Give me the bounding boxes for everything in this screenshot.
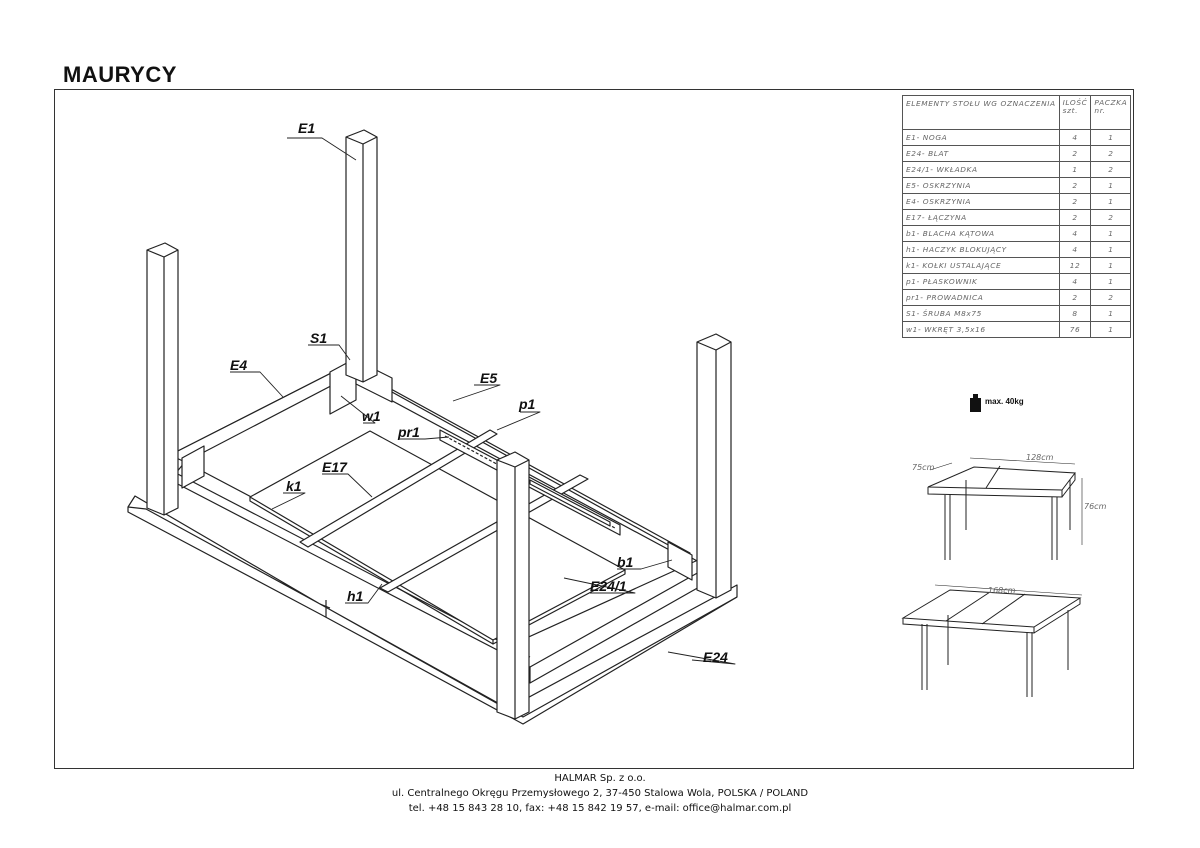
label-e241: E24/1: [590, 578, 627, 594]
part-name: S1- ŚRUBA M8x75: [902, 305, 1060, 322]
dimension-extended-width: 168cm: [988, 586, 1016, 595]
tabletop-e24: [127, 495, 738, 725]
part-name: p1- PŁASKOWNIK: [902, 273, 1060, 290]
footer: HALMAR Sp. z o.o. ul. Centralnego Okręgu…: [0, 771, 1200, 816]
part-package: 2: [1090, 161, 1132, 178]
page-title: MAURYCY: [63, 62, 177, 87]
part-name: E5- OSKRZYNIA: [902, 177, 1060, 194]
leg-e1-front-right: [696, 333, 732, 599]
part-package: 1: [1090, 321, 1132, 338]
label-e4: E4: [230, 357, 247, 373]
part-quantity: 4: [1058, 241, 1092, 258]
part-name: E24- BLAT: [902, 145, 1060, 162]
label-w1: w1: [362, 408, 381, 424]
label-pr1: pr1: [397, 424, 420, 440]
label-e1: E1: [298, 120, 315, 136]
part-quantity: 76: [1058, 321, 1092, 338]
parts-table-header: ELEMENTY STOŁU WG OZNACZENIA ILOŚĆ szt. …: [902, 95, 1132, 130]
part-name: h1- HACZYK BLOKUJĄCY: [902, 241, 1060, 258]
part-package: 1: [1090, 257, 1132, 274]
header-package: PACZKA nr.: [1090, 95, 1132, 130]
part-package: 2: [1090, 145, 1132, 162]
part-quantity: 2: [1058, 289, 1092, 306]
extended-table-view: [901, 584, 1083, 697]
part-quantity: 4: [1058, 273, 1092, 290]
header-element: ELEMENTY STOŁU WG OZNACZENIA: [902, 95, 1060, 130]
label-s1: S1: [310, 330, 327, 346]
rail-e17-a: [299, 429, 498, 548]
dimension-depth: 75cm: [912, 463, 935, 472]
part-quantity: 2: [1058, 145, 1092, 162]
part-package: 1: [1090, 305, 1132, 322]
part-name: pr1- PROWADNICA: [902, 289, 1060, 306]
part-name: k1- KOŁKI USTALAJĄCE: [902, 257, 1060, 274]
part-package: 1: [1090, 193, 1132, 210]
part-quantity: 1: [1058, 161, 1092, 178]
footer-address: ul. Centralnego Okręgu Przemysłowego 2, …: [391, 788, 809, 799]
guide-pr1: [439, 429, 621, 536]
part-package: 1: [1090, 129, 1132, 146]
part-name: E1- NOGA: [902, 129, 1060, 146]
insert-leaf-e241: [249, 430, 626, 645]
label-e5: E5: [480, 370, 497, 386]
part-package: 2: [1090, 209, 1132, 226]
part-name: b1- BLACHA KĄTOWA: [902, 225, 1060, 242]
leg-e1-back-left: [146, 242, 179, 516]
label-b1: b1: [617, 554, 634, 570]
label-e24: E24: [703, 649, 728, 665]
label-k1: k1: [286, 478, 302, 494]
label-p1: p1: [518, 396, 536, 412]
part-quantity: 12: [1058, 257, 1092, 274]
part-name: E4- OSKRZYNIA: [902, 193, 1060, 210]
max-load-label: max. 40kg: [985, 397, 1024, 406]
leg-e1-front: [496, 451, 530, 720]
part-package: 2: [1090, 289, 1132, 306]
part-name: E24/1- WKŁADKA: [902, 161, 1060, 178]
dimension-width: 128cm: [1026, 453, 1054, 462]
part-quantity: 8: [1058, 305, 1092, 322]
parts-table: ELEMENTY STOŁU WG OZNACZENIA ILOŚĆ szt. …: [902, 95, 1132, 338]
footer-contact: tel. +48 15 843 28 10, fax: +48 15 842 1…: [408, 803, 792, 814]
footer-company: HALMAR Sp. z o.o.: [554, 773, 646, 784]
part-quantity: 4: [1058, 129, 1092, 146]
part-quantity: 2: [1058, 209, 1092, 226]
part-name: w1- WKRĘT 3,5x16: [902, 321, 1060, 338]
label-e17: E17: [322, 459, 348, 475]
part-name: E17- ŁĄCZYNA: [902, 209, 1060, 226]
leader-lines: [230, 137, 736, 665]
weight-icon: [970, 394, 981, 412]
part-package: 1: [1090, 273, 1132, 290]
part-package: 1: [1090, 225, 1132, 242]
label-h1: h1: [347, 588, 364, 604]
dimension-height: 76cm: [1084, 502, 1107, 511]
part-package: 1: [1090, 177, 1132, 194]
part-package: 1: [1090, 241, 1132, 258]
part-quantity: 2: [1058, 193, 1092, 210]
part-quantity: 2: [1058, 177, 1092, 194]
part-quantity: 4: [1058, 225, 1092, 242]
header-quantity: ILOŚĆ szt.: [1058, 95, 1092, 130]
leg-e1-back-right: [345, 129, 378, 383]
dimension-table-view: [927, 457, 1083, 560]
drawing-frame: [54, 89, 1134, 769]
